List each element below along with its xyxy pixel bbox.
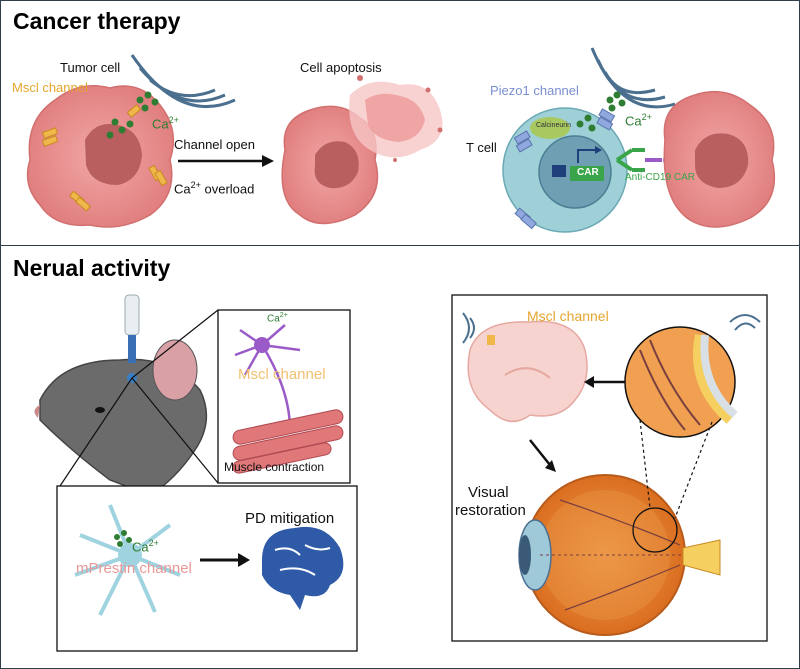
ultrasound-waves-box-icon [462,312,761,344]
calcium-dots [106,91,159,139]
mscl-channel-icons [41,104,168,212]
dotted-lines [639,419,713,519]
tumor-cell-label: Tumor cell [60,60,121,75]
pd-arrow [200,553,250,567]
neuron-soma [254,337,270,353]
eyeball [518,474,721,636]
ca-label-2: Ca2+ [625,112,652,129]
mscl-channel-brain-icon [487,335,495,345]
calcium-dots-right [576,91,626,132]
mscl-channel-neuron-label: Mscl channel [238,366,326,383]
apoptotic-tumor-cell [281,75,443,225]
t-cell [502,107,628,233]
anti-cd19-label: Anti-CD19 CAR [625,172,696,183]
ca-overload-label: Ca2+ overload [174,180,255,197]
mouse-head [34,339,208,496]
arrow-down [529,439,556,472]
calcineurin-label: Calcineurin [536,122,572,129]
piezo1-channel-label: Piezo1 channel [490,83,579,98]
ultrasound-probe-icon [124,294,140,383]
retina-zoom [624,326,738,438]
brain-icon [262,526,344,610]
mscl-channel-label: Mscl channel [12,80,88,95]
tumor-cell-left [26,85,175,228]
restoration-label: restoration [455,502,526,519]
tumor-cell-right [663,90,776,228]
mscl-channel-brain-label: Mscl channel [527,308,609,324]
mprestin-channel-label: mPrestin channel [76,560,192,577]
muscle-fibers [232,409,344,474]
calcium-dots-mprestin [114,530,132,547]
ultrasound-waves-right-icon [590,47,676,109]
zoom-lines [59,309,219,487]
mprestin-neuron [74,504,181,616]
t-cell-label: T cell [466,140,497,155]
ultrasound-waves-icon [130,54,236,109]
channel-open-label: Channel open [174,137,255,152]
cancer-therapy-title: Cancer therapy [13,8,181,34]
muscle-contraction-label: Muscle contraction [224,460,325,474]
pd-mitigation-label: PD mitigation [245,510,335,527]
mprestin-soma [118,543,142,567]
ca-label-1: Ca2+ [152,115,179,132]
car-label: CAR [577,167,599,178]
neural-activity-title: Nerual activity [13,255,171,281]
ca-label-mprestin: Ca2+ [132,538,159,555]
retina-focus-circle [632,507,678,553]
visual-label: Visual [468,484,509,501]
channel-open-arrow [178,155,274,167]
brain-pink [467,320,588,423]
ca-label-neuron: Ca2+ [267,312,288,325]
piezo1-channel-icons [513,108,616,230]
mprestin-box [56,485,358,652]
cell-apoptosis-label: Cell apoptosis [300,60,382,75]
